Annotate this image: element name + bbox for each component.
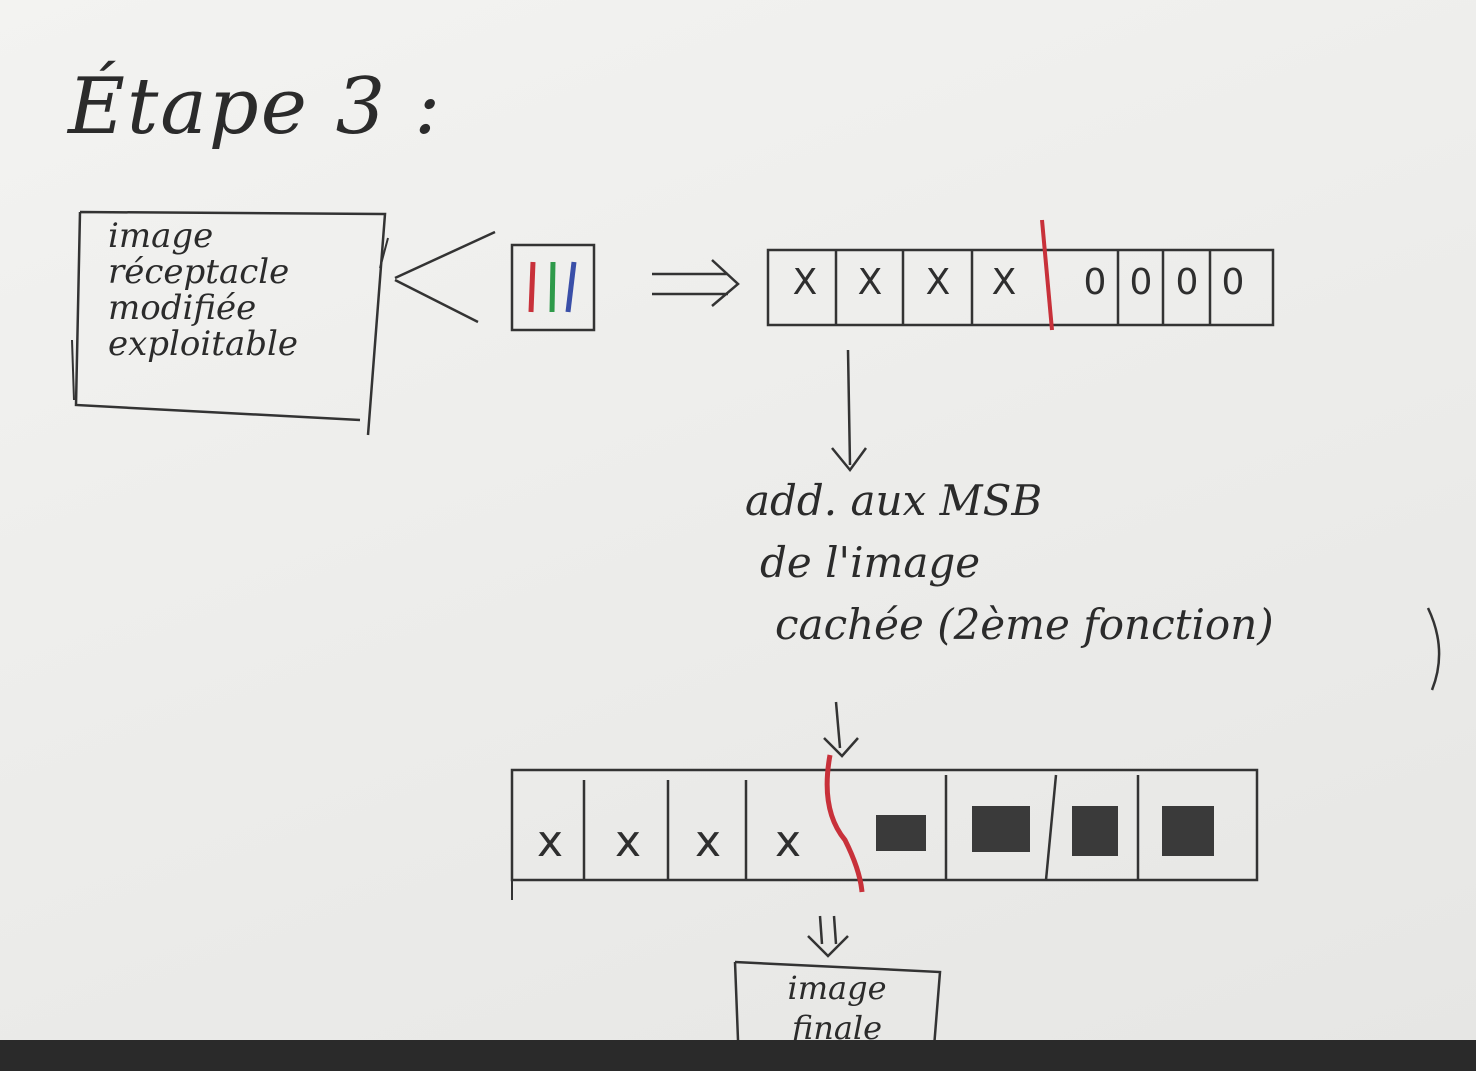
- final-image-label: image finale: [757, 968, 917, 1048]
- note-line: add. aux MSB: [745, 476, 1043, 525]
- top-split-marker: [1040, 219, 1054, 331]
- top-bit-zero: 0: [1129, 262, 1153, 303]
- bottom-split-marker: [824, 754, 865, 893]
- down-arrow-3: [807, 915, 849, 958]
- bottom-bit-x: x: [536, 816, 564, 867]
- top-bit-x: X: [925, 262, 951, 303]
- branch-lines: [394, 230, 496, 324]
- top-bit-x: X: [792, 262, 818, 303]
- final-box-line: image: [787, 969, 887, 1007]
- note-line: cachée (2ème fonction): [775, 600, 1274, 649]
- top-bit-x: X: [991, 262, 1017, 303]
- pixel-icon-box: [510, 243, 596, 332]
- source-box-outline: [74, 210, 387, 436]
- red-channel-stroke: [528, 261, 536, 313]
- filled-bit-2: [972, 806, 1030, 852]
- bottom-bit-x: x: [614, 816, 642, 867]
- step-title: Étape 3 :: [68, 62, 443, 152]
- bottom-bit-row: [510, 768, 1259, 882]
- source-box-line: modifiée: [108, 288, 257, 328]
- green-channel-stroke: [549, 261, 556, 313]
- implies-arrow: [652, 259, 740, 307]
- source-box-line: image: [108, 216, 214, 256]
- top-bit-zero: 0: [1221, 262, 1245, 303]
- filled-bit-4: [1162, 806, 1214, 856]
- bottom-bit-x: x: [694, 816, 722, 867]
- source-box-line: exploitable: [108, 324, 298, 364]
- filled-bit-3: [1072, 806, 1118, 856]
- top-bit-x: X: [857, 262, 883, 303]
- desk-edge: [0, 1040, 1476, 1071]
- source-box-line: réceptacle: [108, 252, 290, 292]
- source-box-label: image réceptacle modifiée exploitable: [108, 218, 298, 362]
- top-bit-zero: 0: [1175, 262, 1199, 303]
- down-arrow-2: [823, 701, 859, 758]
- note-line: de l'image: [760, 538, 981, 587]
- down-arrow-1: [831, 349, 868, 473]
- bottom-bit-x: x: [774, 816, 802, 867]
- top-bit-zero: 0: [1083, 262, 1107, 303]
- top-bit-row: [766, 248, 1275, 327]
- blue-channel-stroke: [565, 261, 577, 313]
- filled-bit-1: [876, 815, 926, 851]
- msb-note: add. aux MSB de l'image cachée (2ème fon…: [745, 470, 1274, 656]
